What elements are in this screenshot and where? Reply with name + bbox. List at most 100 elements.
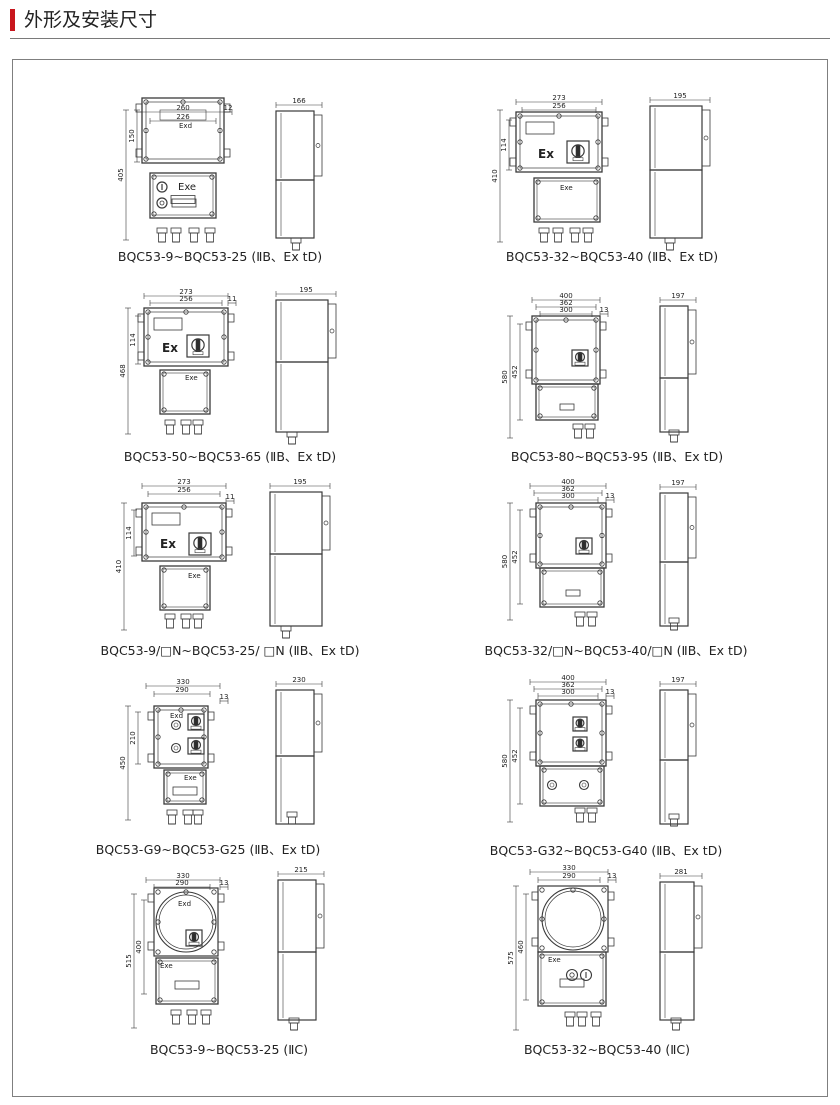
drawing-outline — [269, 553, 323, 627]
section-title: 外形及安装尺寸 — [24, 9, 158, 31]
drawing-outline — [590, 1011, 602, 1018]
drawing-outline — [166, 618, 174, 629]
drawing-outline — [217, 941, 225, 951]
drawing-outline — [147, 893, 155, 903]
drawing-outline — [659, 492, 689, 563]
drawing-circle — [143, 156, 149, 162]
drawing-circle — [537, 385, 543, 391]
drawing-circle — [537, 759, 543, 765]
drawing-circle — [183, 309, 189, 315]
dimension-label: 256 — [177, 486, 191, 494]
drawing-circle — [565, 968, 579, 982]
drawing-outline — [605, 553, 613, 563]
dimension-label: 450 — [119, 756, 127, 769]
drawing-outline — [275, 689, 315, 757]
dimension-label: Exe — [560, 184, 573, 192]
drawing-caption: BQC53-9~BQC53-25 (ⅡB、Ex tD) — [117, 249, 323, 264]
drawing-outline — [145, 101, 221, 160]
drawing-outline — [529, 553, 537, 563]
drawing-circle — [159, 200, 165, 206]
drawing-caption: BQC53-9/□N~BQC53-25/ □N (ⅡB、Ex tD) — [100, 643, 360, 658]
dimension-label: 460 — [517, 940, 525, 953]
dimension-label: 226 — [176, 113, 190, 121]
drawing-outline — [275, 755, 315, 825]
drawing-outline — [187, 713, 205, 731]
dimension-label: 410 — [115, 560, 123, 573]
drawing-outline — [163, 769, 207, 805]
drawing-outline — [159, 369, 211, 415]
drawing-outline — [193, 716, 199, 726]
drawing-circle — [219, 529, 225, 535]
drawing-outline — [659, 561, 689, 627]
drawing-outline — [574, 361, 586, 366]
drawing-outline — [649, 105, 703, 171]
dimension-label: 468 — [119, 364, 127, 377]
drawing-outline — [540, 954, 604, 1004]
drawing-outline — [186, 334, 210, 358]
drawing-outline — [193, 740, 199, 750]
drawing-circle — [539, 916, 545, 922]
drawing-outline — [207, 711, 215, 721]
drawing-circle — [597, 569, 603, 575]
dimension-label: Exd — [179, 122, 192, 130]
drawing-circle — [601, 887, 607, 893]
dimension-label: 195 — [673, 92, 686, 100]
dimension-label: 273 — [552, 94, 565, 102]
drawing-circle — [593, 317, 599, 323]
drawing-circle — [591, 413, 597, 419]
drawing-outline — [172, 786, 198, 796]
drawing-circle — [541, 569, 547, 575]
drawing-circle — [517, 113, 523, 119]
drawing-outline — [172, 232, 180, 243]
drawing-outline — [168, 814, 176, 825]
drawing-outline — [191, 932, 197, 942]
drawing-circle — [329, 328, 335, 334]
dimension-label: 362 — [561, 681, 574, 689]
dimension-label: 400 — [135, 940, 143, 953]
drawing-caption: BQC53-G9~BQC53-G25 (ⅡB、Ex tD) — [95, 842, 321, 857]
drawing-circle — [156, 181, 168, 193]
drawing-outline — [659, 689, 689, 761]
dimension-label: 114 — [125, 526, 133, 540]
drawing-outline — [162, 372, 208, 412]
drawing-outline — [531, 315, 601, 385]
drawing-circle — [539, 887, 545, 893]
dimension-label: 575 — [507, 951, 515, 964]
drawing-circle — [155, 734, 161, 740]
drawing-outline — [670, 434, 678, 443]
drawing-outline — [282, 630, 290, 639]
drawing-outline — [188, 532, 212, 556]
drawing-outline — [223, 103, 231, 113]
drawing-circle — [173, 722, 179, 728]
drawing-outline — [152, 175, 214, 216]
drawing-outline — [576, 616, 584, 627]
drawing-outline — [574, 428, 582, 439]
drawing-outline — [277, 879, 317, 953]
drawing-outline — [539, 506, 603, 565]
drawing-circle — [599, 999, 605, 1005]
drawing-outline — [529, 705, 537, 715]
drawing-circle — [145, 334, 151, 340]
drawing-outline — [153, 705, 209, 769]
dimension-label: 197 — [671, 479, 684, 487]
drawing-circle — [593, 215, 599, 221]
drawing-outline — [192, 419, 204, 426]
drawing-outline — [599, 369, 607, 379]
drawing-outline — [540, 232, 548, 243]
drawing-circle — [539, 953, 545, 959]
drawing-outline — [542, 570, 602, 605]
drawing-circle — [601, 916, 607, 922]
drawing-circle — [533, 377, 539, 383]
drawing-outline — [190, 232, 198, 243]
drawing-outline — [559, 403, 575, 411]
drawing-circle — [535, 179, 541, 185]
drawing-outline — [601, 117, 609, 127]
drawing-circle — [143, 99, 149, 105]
drawing-circle — [170, 742, 182, 754]
